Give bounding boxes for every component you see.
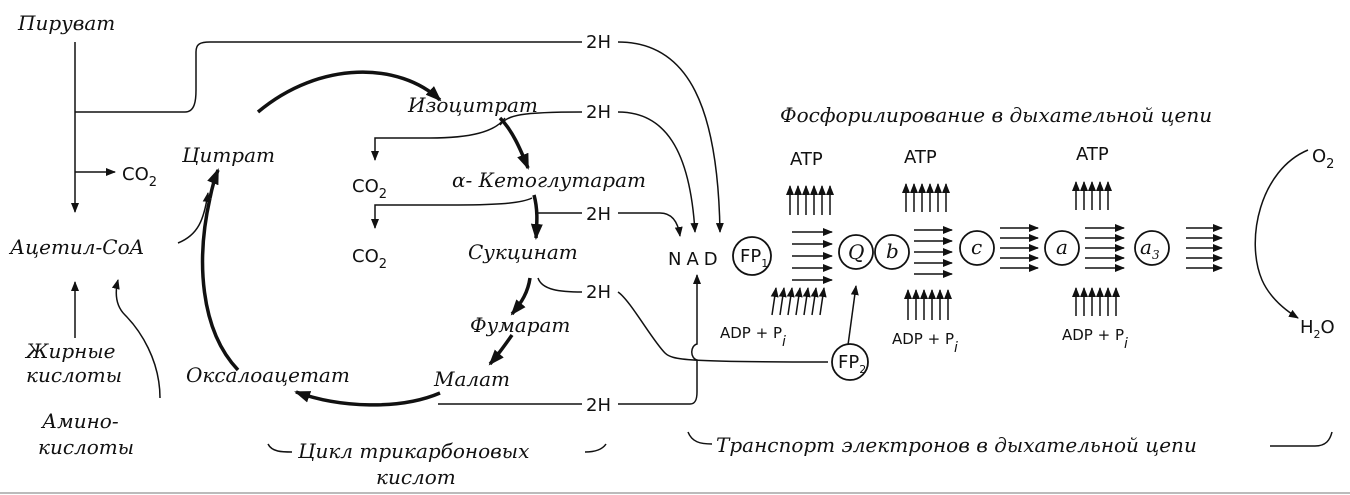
amino-acids-label-1: Амино- [40,409,119,433]
atp-up-bundle-2 [902,183,950,212]
fatty-acids-label-2: кислоты [26,363,122,387]
two-h-label-1: 2H [586,32,611,53]
tca-arc-malate-oxaloacetate [294,390,441,407]
succinate-label: Сукцинат [468,240,578,264]
co2-label-left: CO2 [122,164,157,190]
tca-arc-fumarate-malate [488,333,514,366]
co2-label-1: CO2 [352,176,387,202]
adp-label-3: ADP + Pi [1062,326,1128,352]
transport-title-bracket-left [687,431,713,445]
isocitrate-2h-line [499,111,583,126]
citrate-label: Цитрат [181,143,275,167]
amino-acids-label-2: кислоты [38,435,134,459]
atp-label-3: ATP [1076,144,1109,165]
tca-arc-ketoglutarate-succinate [530,194,543,240]
malate-label: Малат [433,367,510,391]
acetyl-to-citrate-arrow [177,192,211,244]
co2-label-2: CO2 [352,246,387,272]
two-h-label-4: 2H [586,282,611,303]
transport-title-bracket-right [1270,431,1333,447]
tca-arc-citrate-isocitrate [256,70,442,114]
adp-up-bundle-1 [770,287,827,316]
two-h-label-3: 2H [586,204,611,225]
arrow-bundle-1 [792,228,833,284]
fp2-circle [831,343,869,381]
a-circle [1044,230,1080,266]
two-h-arrow-3 [618,212,683,237]
b-circle [874,234,910,270]
c-label: c [971,235,982,259]
alpha-ketoglutarate-label: α- Кетоглутарат [452,168,646,192]
co2-branch-2 [371,197,533,229]
fatty-acids-label-1: Жирные [24,339,115,363]
a-label: a [1056,235,1068,259]
adp-label-1: ADP + Pi [720,324,786,350]
atp-label-2: ATP [904,147,937,168]
phosphorylation-title: Фосфорилирование в дыхательной цепи [780,103,1212,127]
two-h-label-5: 2H [586,395,611,416]
fp1-circle [732,236,772,276]
two-h-label-2: 2H [586,102,611,123]
tca-arc-into-citrate [207,168,220,199]
tca-title-bracket-left [267,443,293,453]
fp2-label: FP2 [838,352,866,376]
adp-up-bundle-3 [1072,287,1120,316]
nad-label: NAD [668,249,723,270]
h2o-label: H2O [1300,317,1335,341]
atp-up-bundle-1 [786,185,834,215]
c-circle [959,230,995,266]
adp-up-bundle-2 [904,289,952,320]
b-label: b [886,239,899,263]
tca-arc-succinate-fumarate [510,277,532,316]
arrow-bundle-2 [914,226,953,278]
arrow-bundle-4 [1085,224,1125,272]
arrow-bundle-5 [1186,224,1223,272]
fp1-label: FP1 [740,246,768,270]
pyruvate-2h-line [75,41,582,113]
adp-label-2: ADP + Pi [892,330,958,356]
fp2-to-q-arrow [847,285,859,346]
a3-label: a3 [1140,235,1160,262]
amino-acids-arrow [111,279,161,399]
q-label: Q [848,240,864,264]
co2-branch-1 [371,117,506,161]
tca-arc-oxaloacetate-citrate [200,197,240,372]
oxaloacetate-label: Оксалоацетат [186,363,350,387]
two-h-arrow-5 [618,274,701,405]
isocitrate-label: Изоцитрат [407,93,538,117]
q-circle [838,234,874,270]
o2-label: O2 [1312,146,1334,172]
two-h-arrow-1 [617,41,724,233]
transport-title: Транспорт электронов в дыхательной цепи [716,433,1197,457]
pyruvate-label: Пируват [17,11,115,35]
tca-title-line-1: Цикл трикарбоновых [297,439,529,463]
a3-circle [1134,230,1170,266]
tca-title-line-2: кислот [376,465,456,489]
two-h-arrow-2 [617,111,699,233]
succinate-to-fp2-line [617,291,829,363]
atp-label-1: ATP [790,149,823,170]
fumarate-label: Фумарат [470,313,570,337]
atp-up-bundle-3 [1072,181,1112,210]
arrow-bundle-3 [1000,224,1039,272]
tca-title-bracket-right [584,443,607,453]
acetyl-coa-label: Ацетил-CoA [8,235,144,259]
tca-arc-isocitrate-ketoglutarate [498,116,530,170]
o2-to-h2o-arrow [1254,149,1309,319]
succinate-2h-line [537,277,583,293]
